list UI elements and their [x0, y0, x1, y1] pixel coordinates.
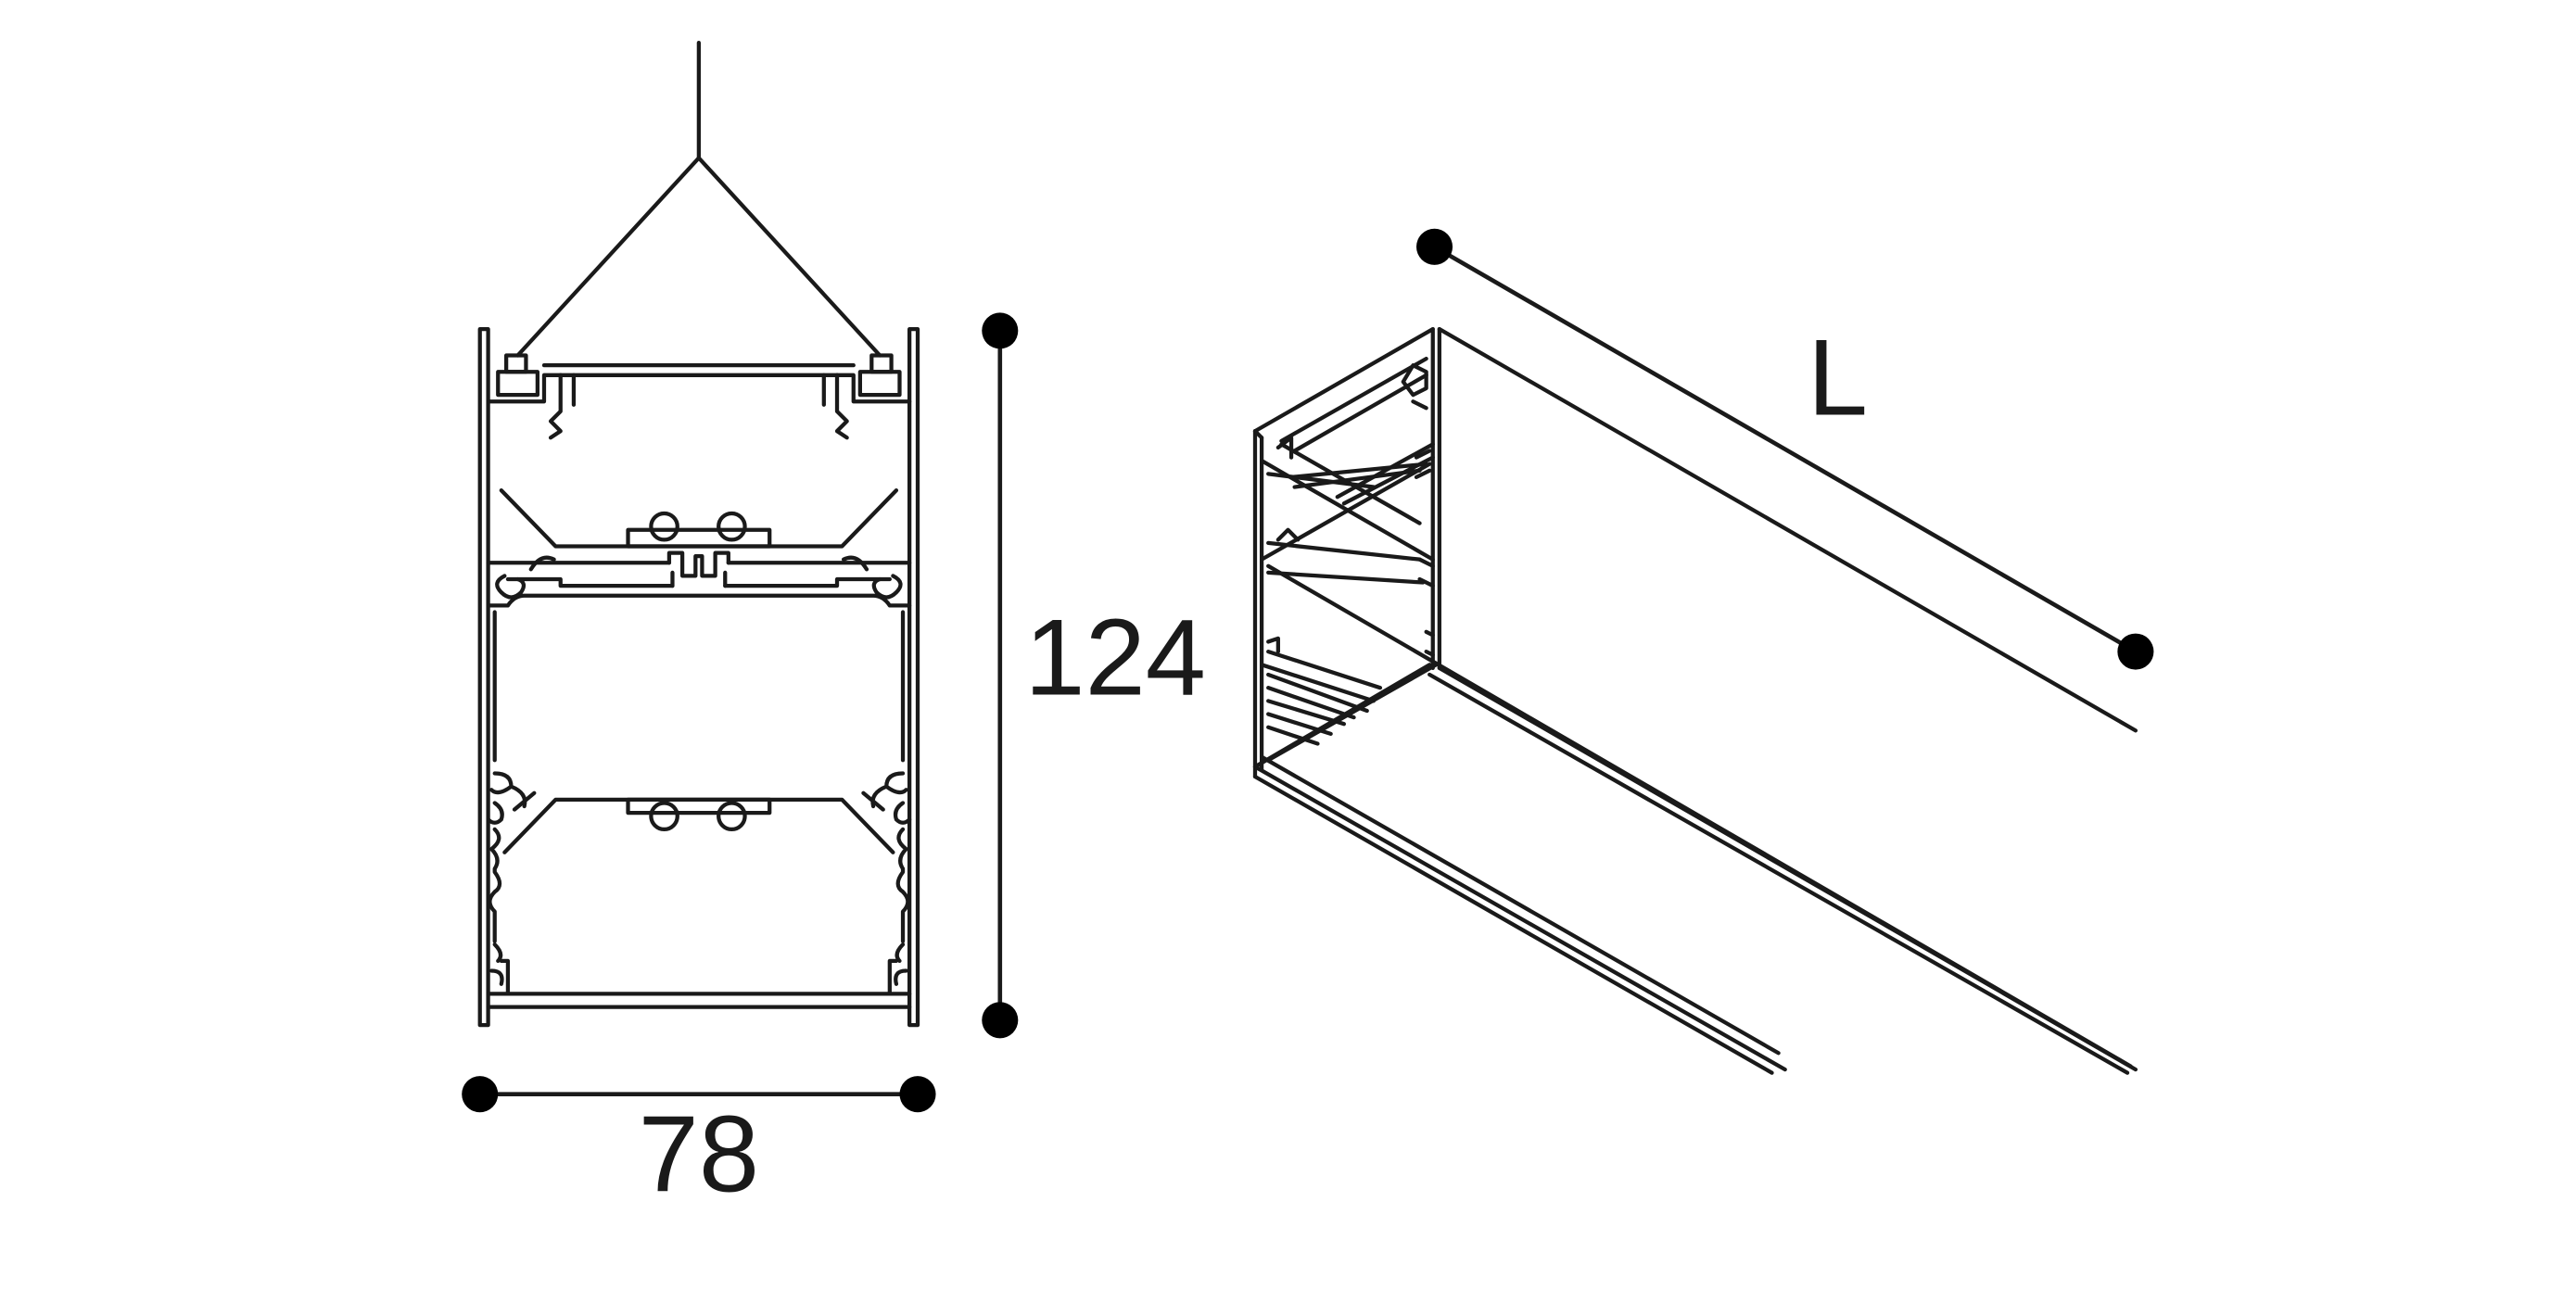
profile-bottom-face	[1252, 663, 1787, 1075]
length-dimension: L	[1415, 228, 2154, 670]
profile-side-face	[1428, 326, 2138, 1075]
lower-chamber	[488, 827, 910, 996]
width-dim-dot-right	[899, 1076, 936, 1113]
front-view-cross-section	[477, 41, 920, 1028]
middle-chamber	[486, 593, 912, 825]
profile-outer-walls	[477, 326, 920, 1028]
length-dim-dot-end	[2117, 633, 2154, 670]
led-module-lower	[502, 797, 895, 854]
height-dimension: 124	[982, 312, 1206, 1039]
height-dimension-label: 124	[1024, 596, 1206, 717]
length-dimension-label: L	[1808, 316, 1868, 437]
isometric-view: L	[1252, 228, 2154, 1075]
suspension-cable	[515, 41, 882, 358]
profile-end-section	[1252, 326, 1435, 779]
width-dimension-label: 78	[639, 1093, 759, 1214]
length-dim-dot-start	[1415, 228, 1453, 265]
top-channel	[486, 353, 912, 440]
height-dim-dot-top	[982, 312, 1019, 349]
height-dim-dot-bottom	[982, 1002, 1019, 1039]
led-module-upper	[486, 487, 912, 600]
width-dim-dot-left	[462, 1076, 499, 1113]
width-dimension: 78	[462, 1076, 936, 1214]
